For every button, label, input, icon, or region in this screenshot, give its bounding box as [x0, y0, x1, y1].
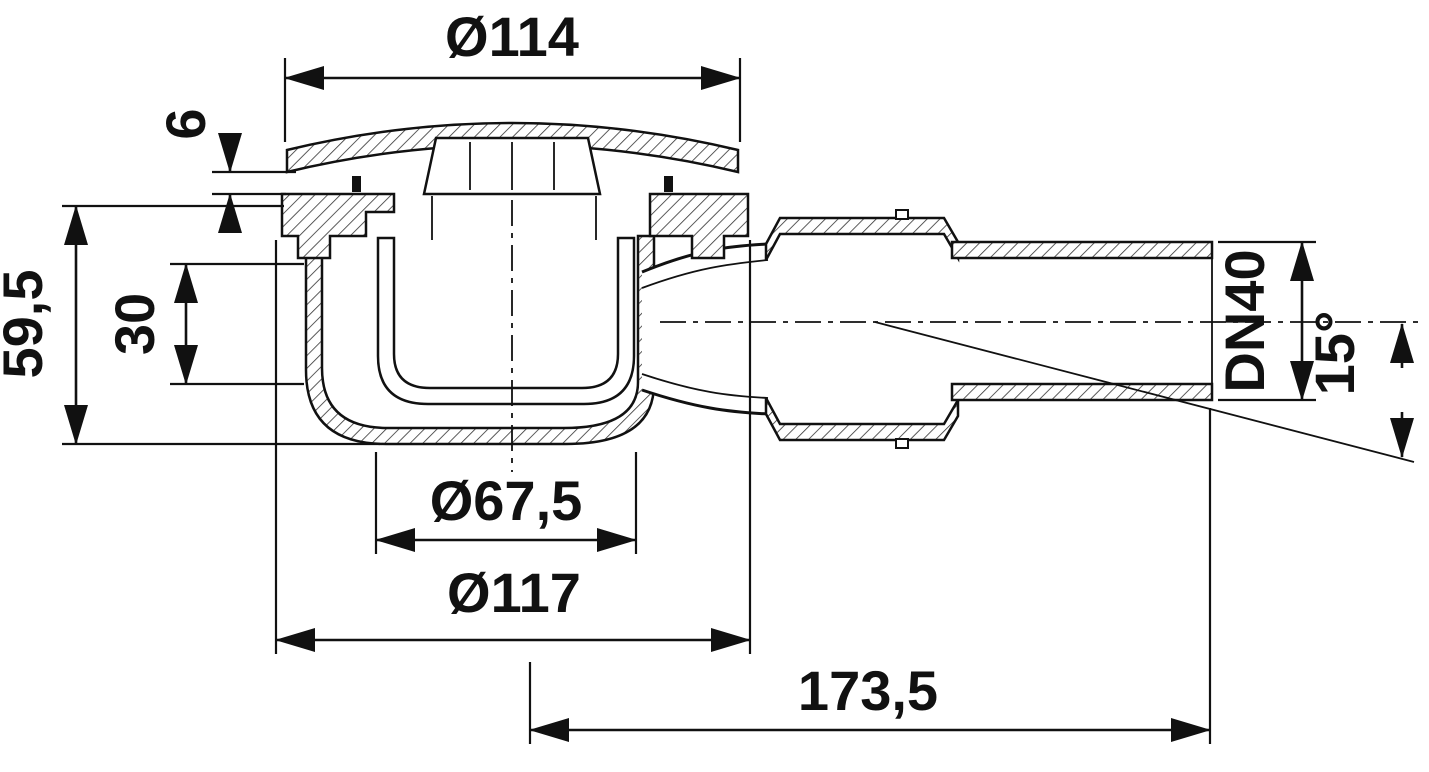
- dim-label-top-diameter: Ø114: [445, 5, 579, 68]
- swivel-angle-line: [874, 321, 1415, 463]
- connector-tab-bottom: [895, 438, 909, 449]
- flange-right: [648, 192, 750, 260]
- dimension-labels-group: Ø114 6 59,5 30 Ø67,5 Ø117 173,5 DN40 15°: [0, 5, 1366, 722]
- inner-cup: [376, 236, 636, 406]
- connector-bottom-wall: [764, 395, 960, 442]
- flange-left: [280, 192, 396, 260]
- pipe-top-wall: [950, 240, 1214, 260]
- clamp-screw-left: [352, 176, 361, 192]
- dim-label-swivel-angle: 15°: [1303, 311, 1366, 396]
- dim-label-cup-diameter: Ø67,5: [430, 469, 583, 532]
- dimensions-group: [62, 58, 1414, 744]
- connector-tab-top: [895, 209, 909, 220]
- dim-label-pipe-size: DN40: [1213, 249, 1276, 392]
- outlet-horn-inner-bottom: [641, 373, 769, 399]
- connector-top-wall: [764, 216, 960, 263]
- outlet-horn-bottom-edge: [641, 388, 769, 416]
- dim-label-cover-height: 6: [154, 108, 217, 139]
- outlet-horn: [642, 244, 768, 414]
- dim-label-installation-depth: 59,5: [0, 270, 54, 379]
- dim-label-flange-diameter: Ø117: [447, 561, 581, 624]
- pipe-bottom-wall: [950, 382, 1214, 402]
- dim-label-water-seal: 30: [103, 293, 166, 355]
- drain-body-group: [280, 121, 1214, 449]
- dim-label-outlet-length: 173,5: [798, 659, 938, 722]
- clamp-screw-right: [664, 176, 673, 192]
- trap-body-wall: [304, 234, 656, 446]
- outlet-horn-inner-top: [641, 259, 769, 289]
